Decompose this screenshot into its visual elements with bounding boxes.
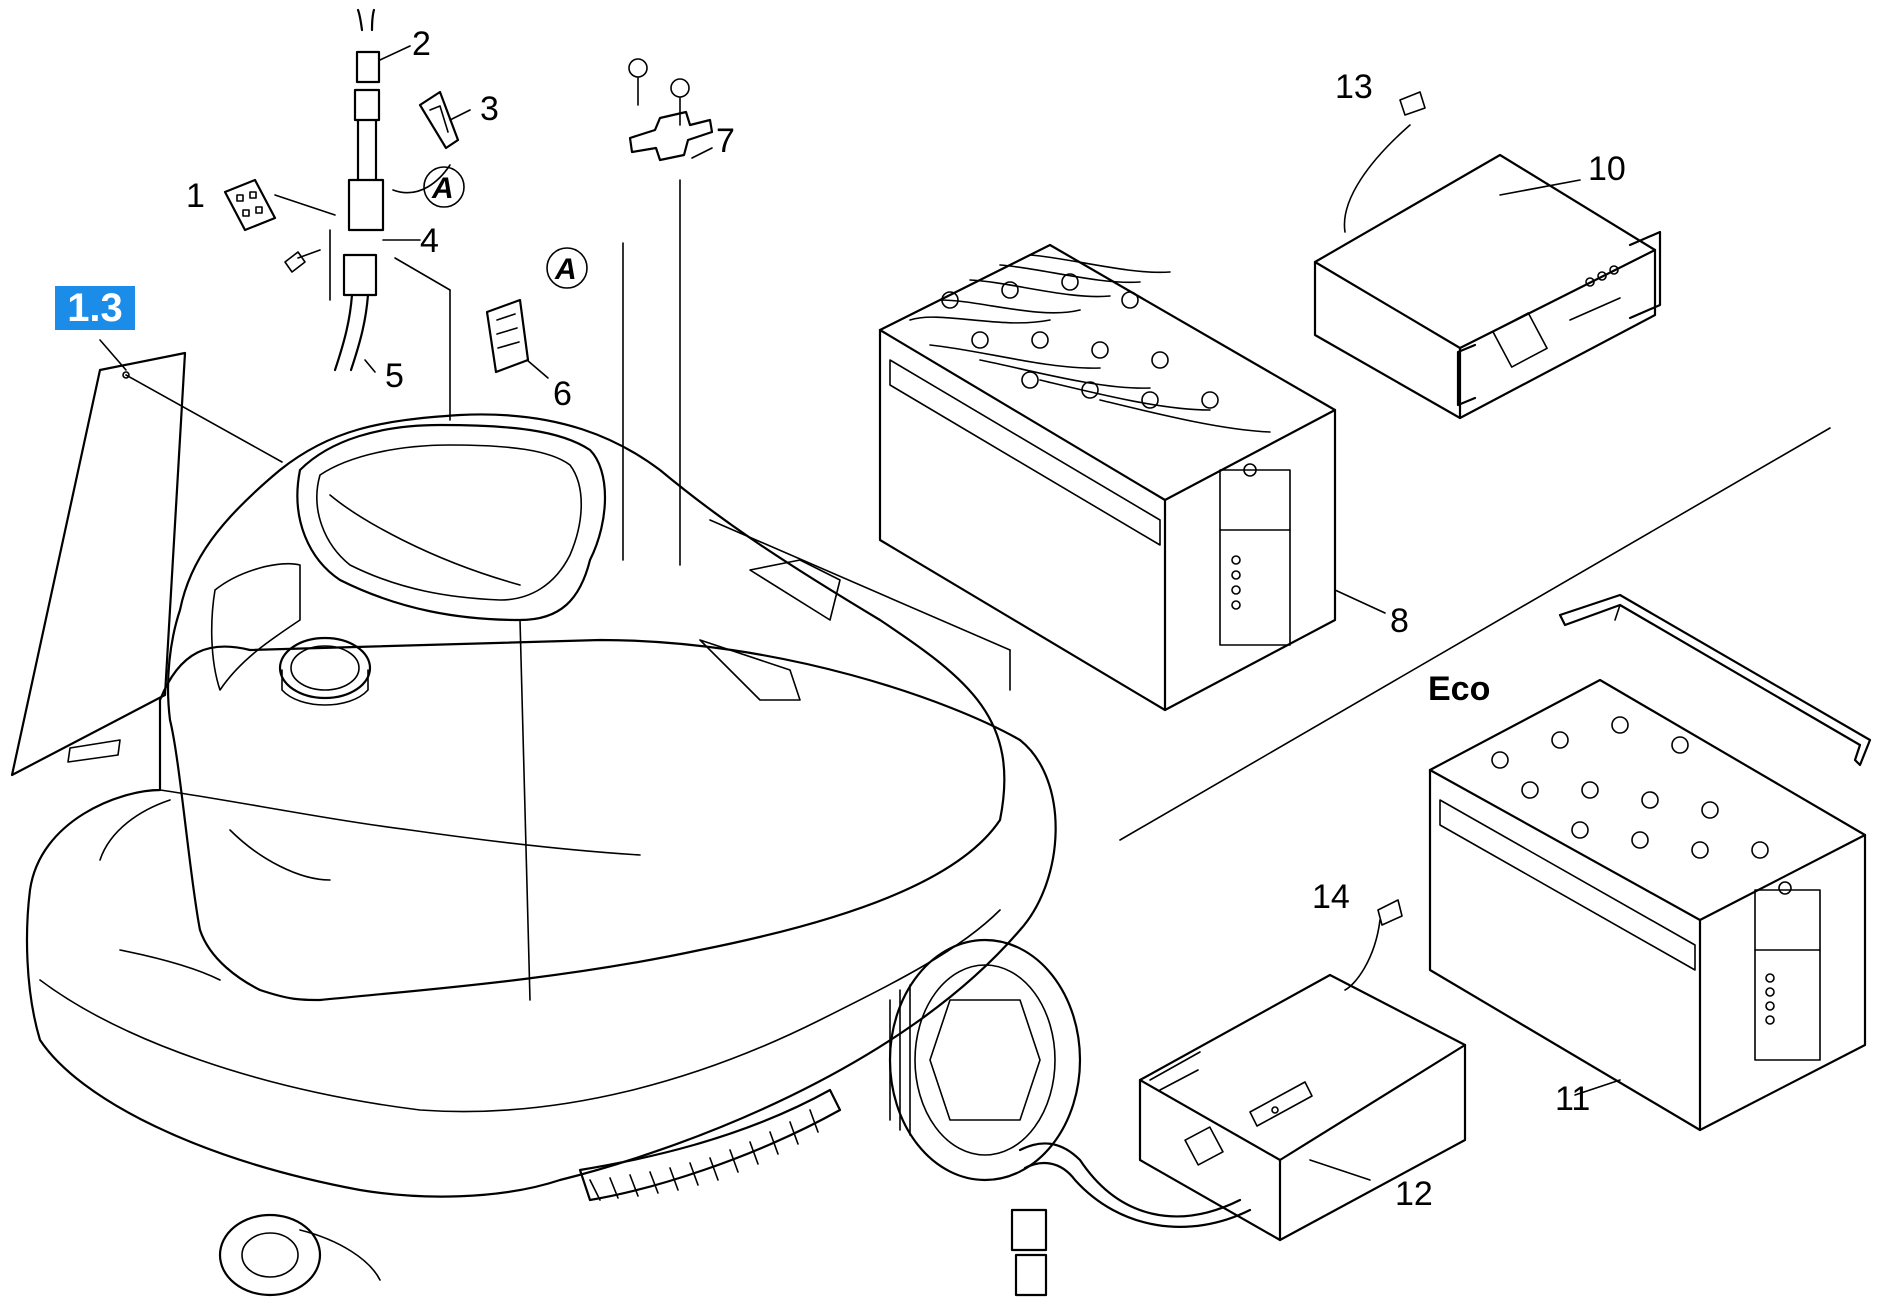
cover-plate xyxy=(10,339,283,777)
machine-body xyxy=(25,413,1057,1198)
callout-a-lower: A xyxy=(546,247,588,289)
part-label-7: 7 xyxy=(716,122,735,160)
part-label-4: 4 xyxy=(420,222,439,260)
mounting-bracket xyxy=(628,58,714,162)
terminal-block xyxy=(223,178,336,273)
part-label-14: 14 xyxy=(1312,878,1350,916)
rear-wheel xyxy=(888,938,1082,1182)
part-label-6: 6 xyxy=(553,375,572,413)
callout-a-upper-label: A xyxy=(431,172,454,205)
charger-standard xyxy=(1313,91,1662,420)
section-badge: 1.3 xyxy=(55,286,135,330)
part-label-12: 12 xyxy=(1395,1175,1433,1213)
brush-head xyxy=(578,1088,842,1202)
battery-eco xyxy=(1428,593,1872,1132)
part-label-8: 8 xyxy=(1390,602,1409,640)
part-label-11: 11 xyxy=(1555,1080,1590,1118)
part-label-3: 3 xyxy=(480,90,499,128)
front-castor xyxy=(218,1213,381,1297)
part-label-13: 13 xyxy=(1335,68,1373,106)
part-label-1: 1 xyxy=(186,177,205,215)
part-label-5: 5 xyxy=(385,357,404,395)
divider-line xyxy=(1119,427,1831,841)
charger-eco xyxy=(1010,899,1467,1297)
callout-a-upper: A xyxy=(423,166,465,208)
part-label-2: 2 xyxy=(412,25,431,63)
part-label-10: 10 xyxy=(1588,150,1626,188)
anderson-plug xyxy=(485,298,549,379)
eco-label: Eco xyxy=(1428,670,1490,708)
plug-connector xyxy=(329,8,451,373)
handle-loop xyxy=(392,90,471,194)
battery-standard xyxy=(878,243,1386,712)
callout-a-lower-label: A xyxy=(554,253,577,286)
